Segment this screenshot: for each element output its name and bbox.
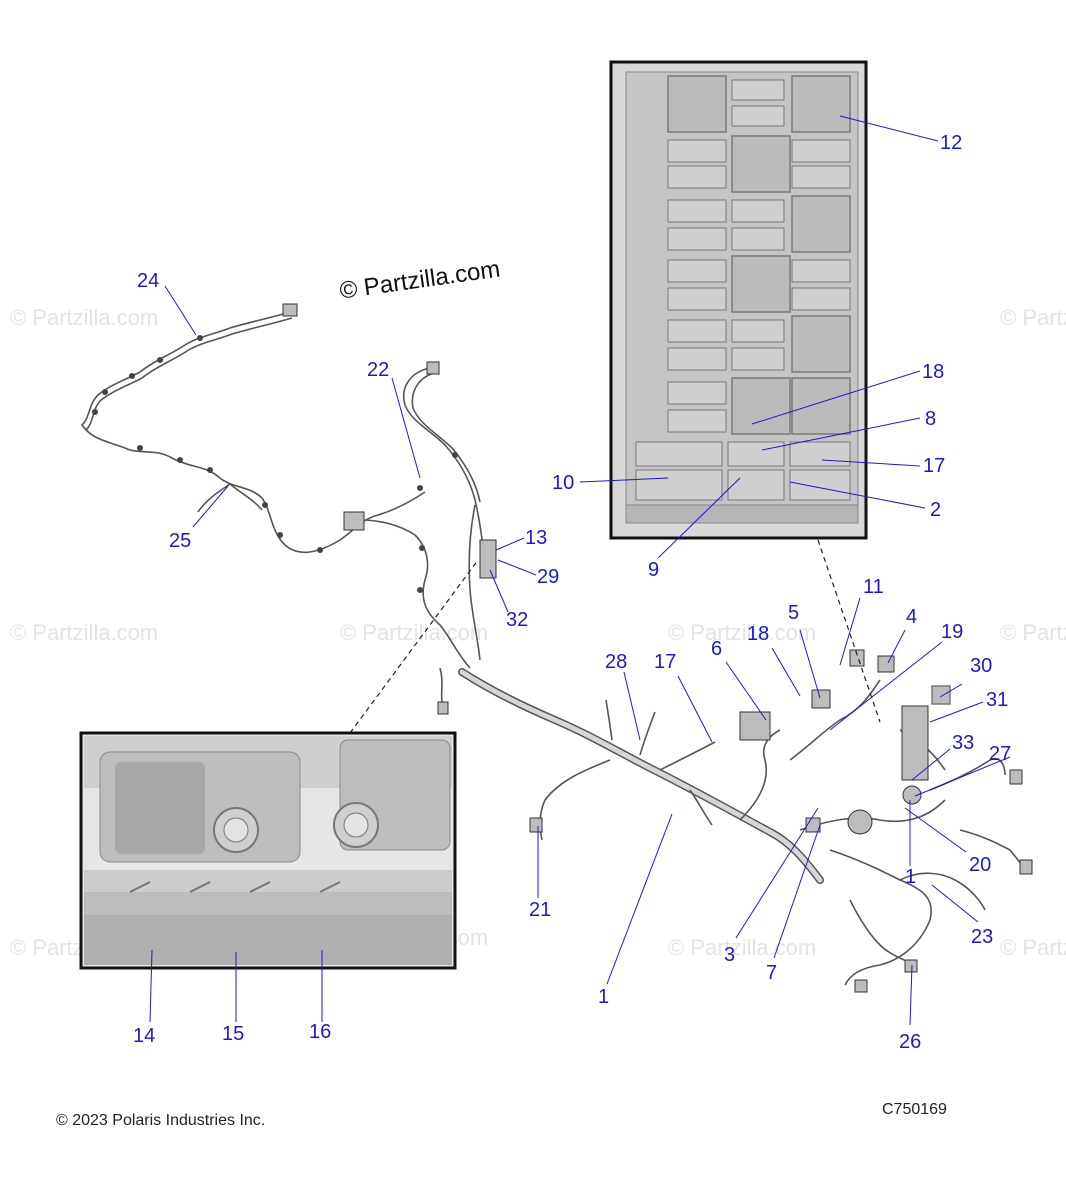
callout-17: 17 — [923, 455, 945, 477]
callout-24: 24 — [137, 270, 159, 292]
callout-33: 33 — [952, 732, 974, 754]
callout-11: 11 — [863, 576, 884, 598]
callout-16: 16 — [309, 1021, 331, 1043]
callout-32: 32 — [506, 609, 528, 631]
callout-19: 19 — [941, 621, 963, 643]
callout-15: 15 — [222, 1023, 244, 1045]
connector — [904, 959, 918, 973]
callout-5: 5 — [788, 602, 799, 624]
callout-29: 29 — [537, 566, 559, 588]
connector — [849, 649, 865, 667]
grommet — [847, 809, 873, 835]
copyright-text: © 2023 Polaris Industries Inc. — [56, 1112, 266, 1129]
watermark: © Partzilla.com — [1000, 620, 1066, 645]
diagram-code: C750169 — [882, 1101, 947, 1118]
watermark: © Partzilla.com — [668, 620, 816, 645]
callout-4: 4 — [906, 606, 917, 628]
callout-2: 2 — [930, 499, 941, 521]
watermark: © Partzilla.com — [1000, 935, 1066, 960]
callout-18: 18 — [922, 361, 944, 383]
label-plate — [931, 685, 951, 705]
callout-22: 22 — [367, 359, 389, 381]
callout-26: 26 — [899, 1031, 921, 1053]
connector — [1019, 859, 1033, 875]
watermark: © Partzilla.com — [340, 620, 488, 645]
inset-pointer — [349, 559, 479, 734]
terminal-detail-inset — [79, 731, 457, 970]
callout-30: 30 — [970, 655, 992, 677]
callout-27: 27 — [989, 743, 1011, 765]
callout-9: 9 — [648, 559, 659, 581]
watermark: © Partzilla.com — [1000, 305, 1066, 330]
callout-10: 10 — [552, 472, 574, 494]
fuse-grid — [635, 75, 851, 501]
callout-6: 6 — [711, 638, 722, 660]
module — [901, 705, 929, 781]
watermark: © Partzilla.com — [668, 935, 816, 960]
watermark: © Partzilla.com — [10, 620, 158, 645]
callout-7: 7 — [766, 962, 777, 984]
callout-14: 14 — [133, 1025, 155, 1047]
connector-block — [739, 711, 771, 741]
callout-31: 31 — [986, 689, 1008, 711]
connector — [343, 511, 365, 531]
callout-8: 8 — [925, 408, 936, 430]
callout-1: 1 — [598, 986, 609, 1008]
connector — [437, 701, 449, 715]
callout-28: 28 — [605, 651, 627, 673]
connector — [282, 303, 298, 317]
connector — [1009, 769, 1023, 785]
connector — [529, 817, 543, 833]
fuse-holder — [479, 539, 497, 579]
callout-20: 20 — [969, 854, 991, 876]
connector — [426, 361, 440, 375]
fuse-box-inset — [609, 60, 868, 540]
callout-21: 21 — [529, 899, 551, 921]
grommet — [902, 785, 922, 805]
connector — [811, 689, 831, 709]
callout-3: 3 — [724, 944, 735, 966]
callout-17: 17 — [654, 651, 676, 673]
leader-lines — [149, 115, 1011, 1026]
callout-labels: 12 18 8 17 2 10 9 13 29 32 22 24 25 14 1… — [133, 132, 1011, 1053]
connector — [854, 979, 868, 993]
callout-1: 1 — [905, 866, 916, 888]
callout-25: 25 — [169, 530, 191, 552]
connector — [877, 655, 895, 673]
callout-12: 12 — [940, 132, 962, 154]
front-harness-drawing — [80, 303, 497, 715]
callout-18: 18 — [747, 623, 769, 645]
callout-13: 13 — [525, 527, 547, 549]
watermark: © Partzilla.com — [10, 305, 158, 330]
callout-23: 23 — [971, 926, 993, 948]
